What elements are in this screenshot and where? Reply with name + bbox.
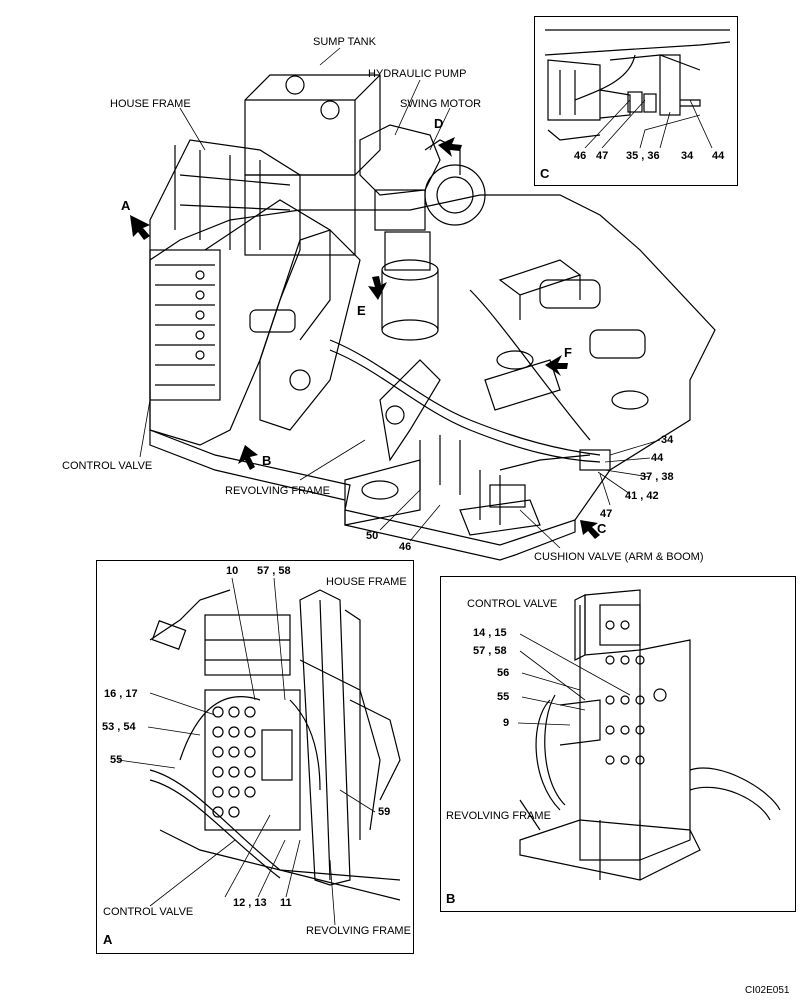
callout-44: 44 [651,452,664,464]
label-revolving-frame: REVOLVING FRAME [225,485,330,497]
detail-a-callout-59: 59 [378,806,391,818]
label-hydraulic-pump: HYDRAULIC PUMP [368,68,467,80]
swing-motor-gear [424,164,486,226]
detail-a-panel [96,560,414,954]
view-arrow-a [130,215,150,240]
detail-b-callout-56: 56 [497,667,510,679]
detail-a-caption: A [103,932,113,947]
detail-c-callout-46: 46 [574,150,587,162]
detail-a-label-revolving-frame: REVOLVING FRAME [306,925,411,937]
callout-41-42: 41 , 42 [625,490,659,502]
callout-46: 46 [399,541,412,553]
revolving-frame-outline [149,194,716,546]
view-marker-e: E [357,303,366,318]
detail-a-callout-12-13: 12 , 13 [233,897,267,909]
detail-b-label-revolving-frame: REVOLVING FRAME [446,810,551,822]
label-sump-tank: SUMP TANK [313,36,376,48]
detail-c-callout-35-36: 35 , 36 [626,150,660,162]
view-arrow-e [368,276,387,300]
detail-b-panel [440,576,796,912]
view-arrow-d [438,137,462,157]
view-marker-a: A [121,198,131,213]
figure-code: CI02E051 [745,985,790,996]
leader-lines [117,47,713,926]
detail-a-label-control-valve: CONTROL VALVE [103,906,194,918]
callout-37-38: 37 , 38 [640,471,674,483]
house-frame [149,139,301,446]
detail-c-art [544,29,731,141]
detail-c-callout-34: 34 [681,150,694,162]
callout-47: 47 [600,508,613,520]
view-arrow-f [545,355,568,376]
detail-b-caption: B [446,891,456,906]
detail-a-callout-55: 55 [110,754,123,766]
view-marker-c: C [597,521,607,536]
detail-a-callout-10: 10 [226,565,239,577]
detail-a-art [149,589,401,901]
detail-a-callout-53-54: 53 , 54 [102,721,136,733]
detail-c-caption: C [540,166,550,181]
view-arrow-c [580,520,600,539]
view-arrow-b [238,445,258,470]
detail-a-callout-11: 11 [280,897,292,909]
cushion-valve [489,484,526,508]
detail-b-label-control-valve: CONTROL VALVE [467,598,558,610]
control-valve-block [149,249,221,401]
detail-a-callout-57-58: 57 , 58 [257,565,291,577]
label-swing-motor: SWING MOTOR [400,98,482,110]
view-marker-b: B [262,453,272,468]
view-marker-f: F [564,345,572,360]
detail-c-callout-44: 44 [712,150,725,162]
detail-b-callout-55: 55 [497,691,510,703]
callout-50: 50 [366,530,379,542]
detail-b-callout-57-58: 57 , 58 [473,645,507,657]
label-house-frame: HOUSE FRAME [110,98,191,110]
detail-b-callout-9: 9 [503,717,510,729]
detail-b-callout-14-15: 14 , 15 [473,627,507,639]
detail-a-callout-16-17: 16 , 17 [104,688,138,700]
detail-a-label-house-frame: HOUSE FRAME [326,576,407,588]
detail-c-panel [534,16,738,186]
detail-c-callout-47: 47 [596,150,609,162]
hydraulic-pump [359,124,441,196]
label-control-valve: CONTROL VALVE [62,460,153,472]
label-cushion-valve: CUSHION VALVE (ARM & BOOM) [534,551,704,563]
detail-b-art [519,589,781,881]
callout-34: 34 [661,434,674,446]
view-marker-d: D [434,116,444,131]
